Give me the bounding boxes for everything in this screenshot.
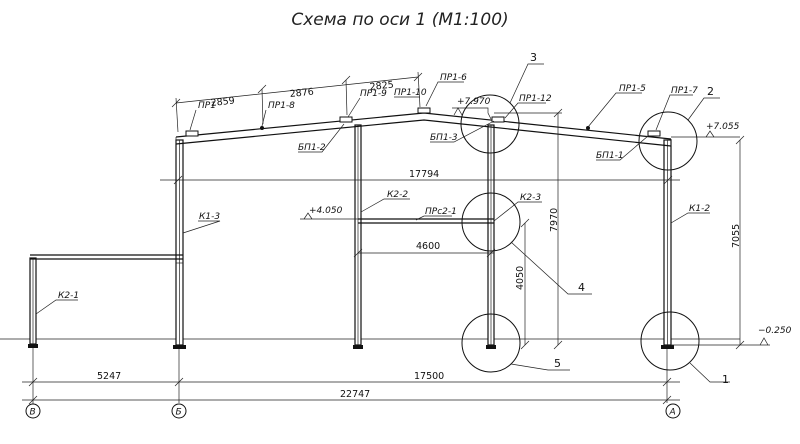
elevation-mark-4050	[300, 212, 358, 220]
label-k2-2: К2-2	[387, 190, 408, 200]
axis-marker-b: Б	[171, 403, 187, 419]
dim-2876: 2876	[289, 87, 314, 100]
axis-marker-v: В	[25, 403, 41, 419]
callout-1: 1	[722, 373, 729, 386]
label-pr1: ПР1	[198, 101, 216, 111]
dim-2859: 2859	[210, 96, 235, 109]
label-bp1-2: БП1-2	[298, 143, 326, 153]
column-k2-1	[29, 257, 37, 345]
elevation-mark-m0250	[671, 337, 770, 346]
callout-2: 2	[707, 85, 714, 98]
dim-4600: 4600	[416, 241, 440, 252]
column-k1-2	[663, 139, 672, 346]
label-k1-3: К1-3	[199, 212, 220, 222]
callout-5: 5	[554, 357, 561, 370]
callout-circle-3	[460, 63, 544, 154]
column-middle	[354, 124, 362, 346]
label-k2-1: К2-1	[58, 291, 79, 301]
elevation-mark-7970	[452, 107, 492, 120]
callout-circle-2	[638, 97, 720, 171]
dim-line-4050	[520, 218, 530, 350]
dim-17794: 17794	[409, 169, 439, 180]
callout-3: 3	[530, 51, 537, 64]
axis-marker-a: А	[665, 403, 681, 419]
dim-line-7055	[735, 135, 745, 350]
label-bp1-3: БП1-3	[430, 133, 458, 143]
dim-7055: 7055	[731, 224, 742, 248]
dim-line-17794	[160, 175, 680, 185]
elevation-m0250: −0.250	[758, 326, 792, 336]
dim-7970: 7970	[549, 208, 560, 232]
label-pr1-7: ПР1-7	[671, 86, 698, 96]
label-pr1-6: ПР1-6	[440, 73, 467, 83]
elevation-mark-7055	[671, 130, 740, 138]
callout-4: 4	[578, 281, 585, 294]
column-bases	[28, 344, 674, 349]
elevation-7970: +7.970	[457, 97, 491, 107]
dim-chain-bottom	[22, 348, 680, 405]
label-bp1-1: БП1-1	[596, 151, 624, 161]
label-k2-3: К2-3	[520, 193, 541, 203]
drawing-title: Схема по оси 1 (М1:100)	[291, 10, 509, 30]
column-k1-3	[175, 139, 184, 346]
label-pr1-5: ПР1-5	[619, 84, 646, 94]
label-pr1-8: ПР1-8	[268, 101, 295, 111]
dim-17500: 17500	[414, 371, 444, 382]
dim-5247: 5247	[97, 371, 121, 382]
dim-2825: 2825	[369, 80, 394, 93]
callout-circle-5	[461, 313, 570, 373]
inner-beam-prs2-1	[358, 218, 494, 224]
label-k1-2: К1-2	[689, 204, 710, 214]
callout-circle-1	[640, 311, 730, 383]
dim-22747: 22747	[340, 389, 370, 400]
label-pr1-10: ПР1-10	[394, 88, 427, 98]
elevation-4050: +4.050	[309, 206, 343, 216]
roof-dimension-line	[171, 71, 423, 133]
label-prs2-1: ПРс2-1	[425, 207, 457, 217]
dim-4050: 4050	[515, 266, 526, 290]
dim-line-7970	[494, 108, 563, 350]
dim-line-4600	[353, 248, 496, 258]
svg-text:В: В	[30, 408, 36, 418]
svg-text:А: А	[669, 408, 676, 418]
lean-to-beam	[30, 254, 183, 264]
label-pr1-12: ПР1-12	[519, 94, 552, 104]
column-k2-3	[487, 124, 495, 346]
label-pr1-9: ПР1-9	[360, 89, 387, 99]
roof-purlins	[185, 107, 661, 137]
roof-rafter	[175, 112, 672, 147]
elevation-7055: +7.055	[706, 122, 740, 132]
svg-text:Б: Б	[176, 408, 182, 418]
callout-circle-4	[461, 192, 592, 295]
